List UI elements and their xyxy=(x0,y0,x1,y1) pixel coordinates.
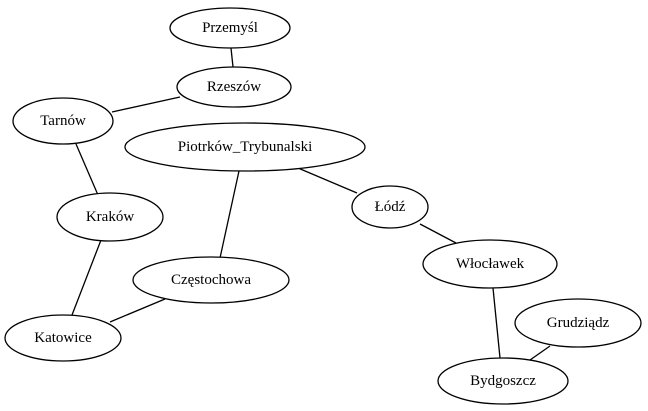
node-label-krakow: Kraków xyxy=(86,209,134,225)
node-tarnow[interactable]: Tarnów xyxy=(12,97,114,145)
node-lodz[interactable]: Łódź xyxy=(351,185,429,229)
node-label-przemysl: Przemyśl xyxy=(202,20,258,36)
node-label-lodz: Łódź xyxy=(375,199,406,215)
node-label-tarnow: Tarnów xyxy=(40,113,86,129)
edge-piotrkow-lodz xyxy=(297,167,358,194)
node-wloclawek[interactable]: Włocławek xyxy=(422,239,558,289)
node-label-wloclawek: Włocławek xyxy=(456,256,525,272)
node-label-rzeszow: Rzeszów xyxy=(207,79,261,95)
edge-wloclawek-bydgoszcz xyxy=(492,287,501,359)
node-rzeszow[interactable]: Rzeszów xyxy=(176,66,292,108)
node-label-katowice: Katowice xyxy=(34,330,92,346)
edge-czestochowa-piotrkow xyxy=(219,170,240,259)
node-label-bydgoszcz: Bydgoszcz xyxy=(470,373,536,389)
edge-przemysl-rzeszow xyxy=(230,47,234,68)
edge-krakow-katowice xyxy=(71,239,102,316)
node-grudziadz[interactable]: Grudziądz xyxy=(514,298,642,348)
node-label-piotrkow: Piotrków_Trybunalski xyxy=(178,139,312,155)
node-katowice[interactable]: Katowice xyxy=(4,314,122,362)
node-piotrkow[interactable]: Piotrków_Trybunalski xyxy=(124,122,366,172)
graph-nodes: Przemyśl Rzeszów Tarnów Piotrków_Trybuna… xyxy=(4,7,642,405)
node-label-grudziadz: Grudziądz xyxy=(547,315,610,331)
edge-rzeszow-tarnow xyxy=(111,96,181,113)
edge-tarnow-krakow xyxy=(75,143,99,196)
node-krakow[interactable]: Kraków xyxy=(56,192,164,242)
node-przemysl[interactable]: Przemyśl xyxy=(169,7,291,49)
edge-katowice-czestochowa xyxy=(109,298,166,323)
node-bydgoszcz[interactable]: Bydgoszcz xyxy=(437,357,569,405)
node-label-czestochowa: Częstochowa xyxy=(171,272,251,288)
node-czestochowa[interactable]: Częstochowa xyxy=(132,256,290,304)
edge-bydgoszcz-grudziadz xyxy=(529,345,551,361)
edge-lodz-wloclawek xyxy=(419,223,457,244)
graph-edges xyxy=(71,47,551,361)
